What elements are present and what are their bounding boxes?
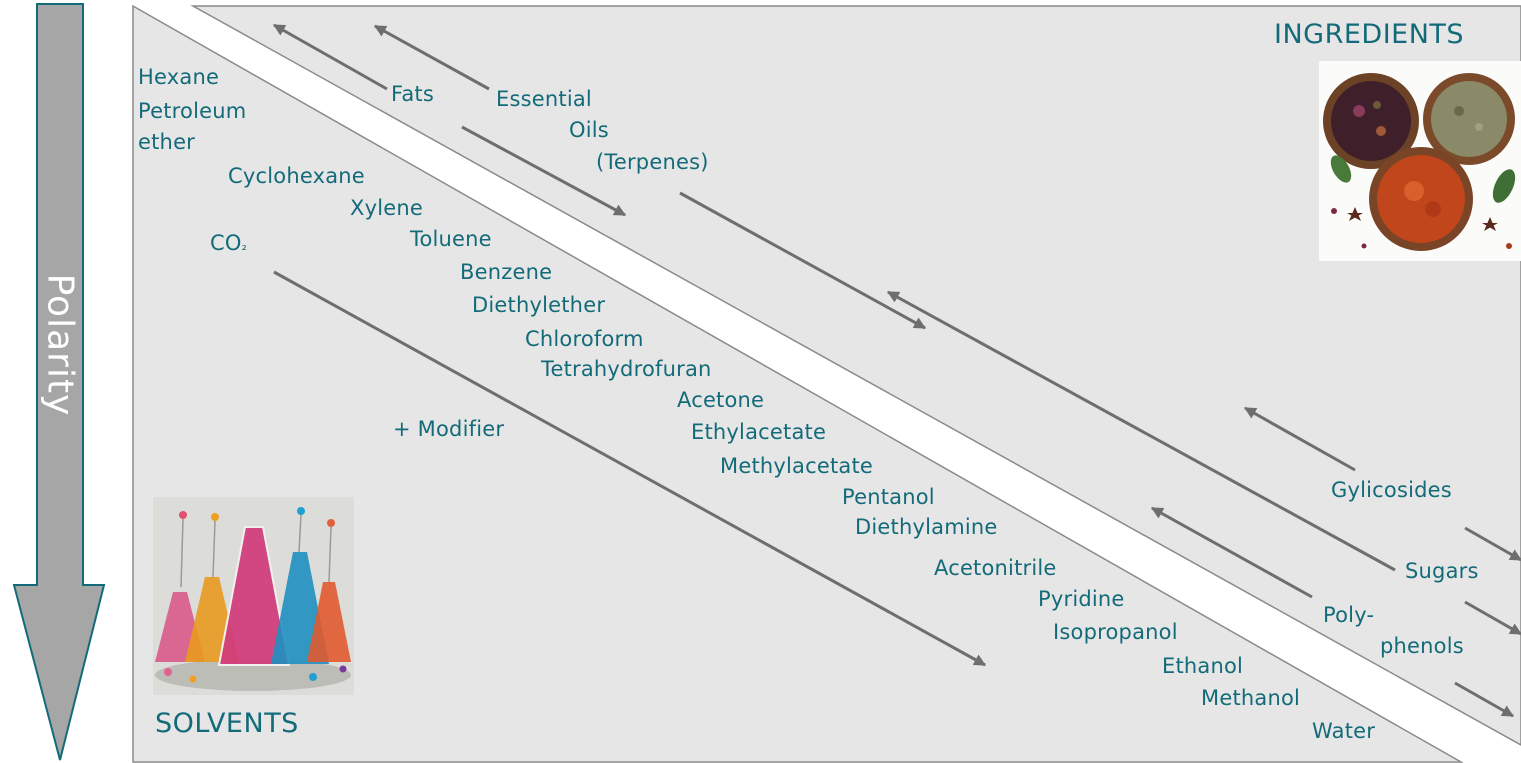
co2-subscript: ₂: [242, 239, 247, 254]
solvent-label: Xylene: [350, 198, 423, 219]
spice-bowls-photo: [1319, 61, 1521, 261]
solvent-label: Methanol: [1201, 688, 1300, 709]
solvent-label: Petroleum: [138, 101, 246, 122]
solvent-label: Tetrahydrofuran: [541, 359, 712, 380]
colored-flasks-photo: [153, 497, 354, 695]
solvent-label: Water: [1312, 721, 1375, 742]
ingredient-label: phenols: [1380, 636, 1464, 657]
ingredient-label: Essential: [496, 89, 592, 110]
solvent-label: ether: [138, 132, 195, 153]
solvent-label: Methylacetate: [720, 456, 873, 477]
ingredient-label: (Terpenes): [596, 152, 709, 173]
co2-label: CO₂: [210, 233, 247, 254]
solvent-label: Benzene: [460, 262, 552, 283]
polarity-label: Polarity: [40, 274, 81, 417]
solvent-label: Pentanol: [842, 487, 935, 508]
ingredient-label: Fats: [391, 84, 434, 105]
solvents-heading: SOLVENTS: [155, 710, 299, 737]
solvent-label: Acetonitrile: [934, 558, 1057, 579]
solvent-label: Ethanol: [1162, 656, 1243, 677]
solvent-label: Ethylacetate: [691, 422, 826, 443]
ingredient-label: Gylicosides: [1331, 480, 1452, 501]
ingredient-label: Poly-: [1323, 605, 1374, 626]
solvent-label: Diethylamine: [855, 517, 998, 538]
modifier-label: + Modifier: [393, 419, 504, 440]
solvent-label: Isopropanol: [1053, 622, 1178, 643]
solvent-label: Acetone: [677, 390, 764, 411]
ingredient-label: Oils: [569, 120, 609, 141]
ingredients-heading: INGREDIENTS: [1274, 21, 1464, 48]
solvent-label: Pyridine: [1038, 589, 1125, 610]
ingredient-label: Sugars: [1405, 561, 1479, 582]
solvent-label: Cyclohexane: [228, 166, 365, 187]
solvent-label: Chloroform: [525, 329, 644, 350]
solvent-label: Toluene: [410, 229, 492, 250]
solvent-label: Hexane: [138, 67, 219, 88]
co2-base: CO: [210, 231, 242, 255]
solvent-label: Diethylether: [472, 295, 605, 316]
